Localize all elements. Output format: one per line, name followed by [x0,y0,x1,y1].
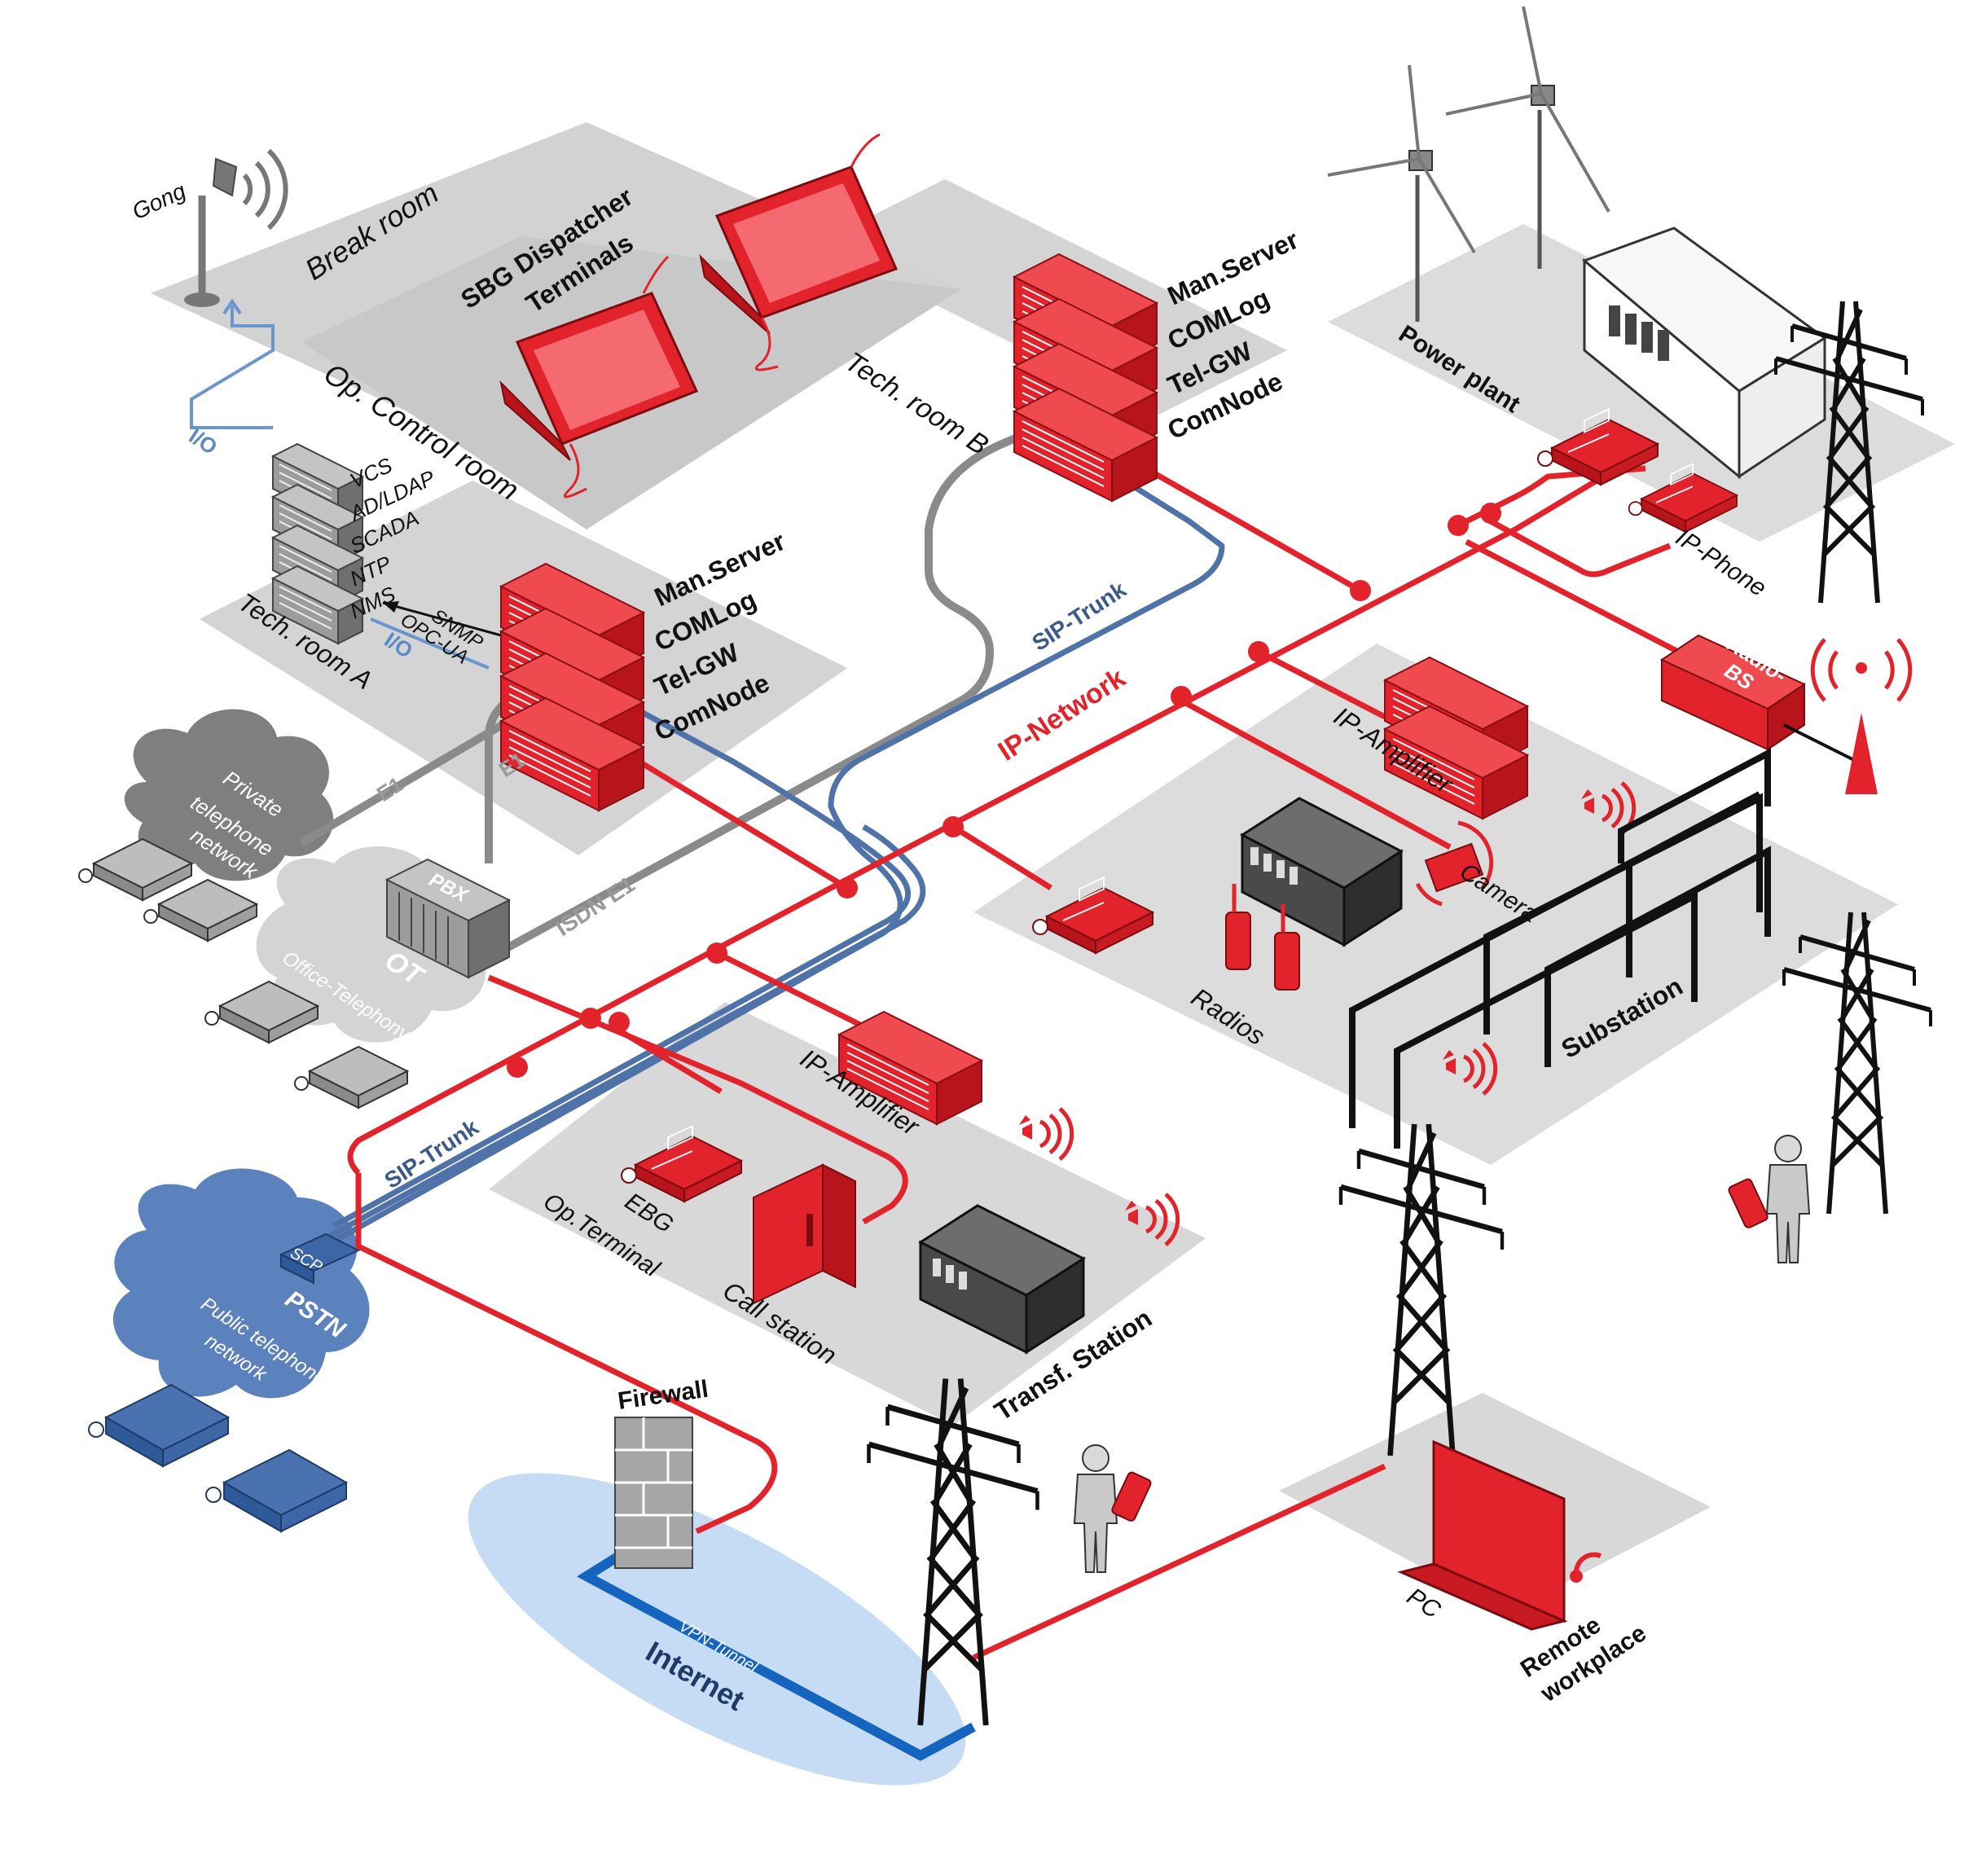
isdn-e1-label: ISDN E1 [551,872,639,941]
sip-trunk-b [316,478,1225,1254]
call-station-icon [753,1163,856,1305]
ip-network-branch-amp2 [715,950,865,1030]
io-line-gong [190,305,275,429]
sip-trunk-a-2 [324,824,926,1241]
private-telephone-network-cloud: Private telephone network [124,709,334,885]
camera-icon [1415,820,1494,907]
ip-network-branch-radio-bs [1465,538,1680,655]
tech-room-b-label: Tech. room B [840,346,994,461]
pstn-phone-icon [205,1448,349,1533]
headset-icon [1570,1552,1602,1583]
network-junctions [507,503,1501,1078]
isdn-e1-line [503,415,1061,953]
ip-network-firewall [355,1173,778,1535]
radio-base-station-icon [1659,634,1913,794]
ip-network-branch-amp [1257,648,1386,720]
ip-network-remote [972,1463,1386,1661]
gong-label: Gong [128,178,190,224]
transformer-station-building [917,1204,1087,1355]
ip-network-branch-srv-a2 [617,747,849,890]
pstn-cloud: PSTN Public telephone network [112,1168,370,1399]
vpn-tunnel [577,1551,976,1761]
snmp-arrow [382,601,502,637]
pbx-icon [384,858,512,979]
io-line-techa [370,617,490,670]
ip-network-branch-srv-b [1123,453,1362,594]
ip-network-branch-srv-a [487,974,908,1225]
power-plant-building [1582,226,1827,480]
ip-network-backbone [347,453,1639,1175]
scp-box [279,1232,361,1285]
substation-control-building [1240,797,1404,947]
worker-icon [1074,1444,1152,1573]
floor-substation [973,644,1898,1165]
pstn-phone-icon [88,1383,231,1468]
wind-turbine-icon [1445,6,1610,269]
substation-busbars [1349,748,1771,1149]
firewall-icon [614,1417,693,1569]
ip-network-branch-phone [951,824,1052,890]
worker-icon [1728,1135,1810,1263]
walkie-talkie-icon [1225,884,1300,991]
ip-network-branch-ipphone [1489,518,1672,578]
dispatcher-terminal-icon [499,255,699,499]
sip-trunk-a-1 [332,705,911,1229]
laptop-icon [1397,1439,1568,1631]
dispatcher-terminal-icon [699,133,899,371]
wind-turbine-icon [1327,64,1476,322]
ip-network-branch-plant [1457,465,1646,529]
ip-network-branch-camera [1180,697,1452,850]
ot-phone-icon [294,1046,408,1109]
ip-network-branch-ebg [617,1027,723,1095]
internet-cloud [468,1473,966,1786]
gong-icon [184,148,288,307]
